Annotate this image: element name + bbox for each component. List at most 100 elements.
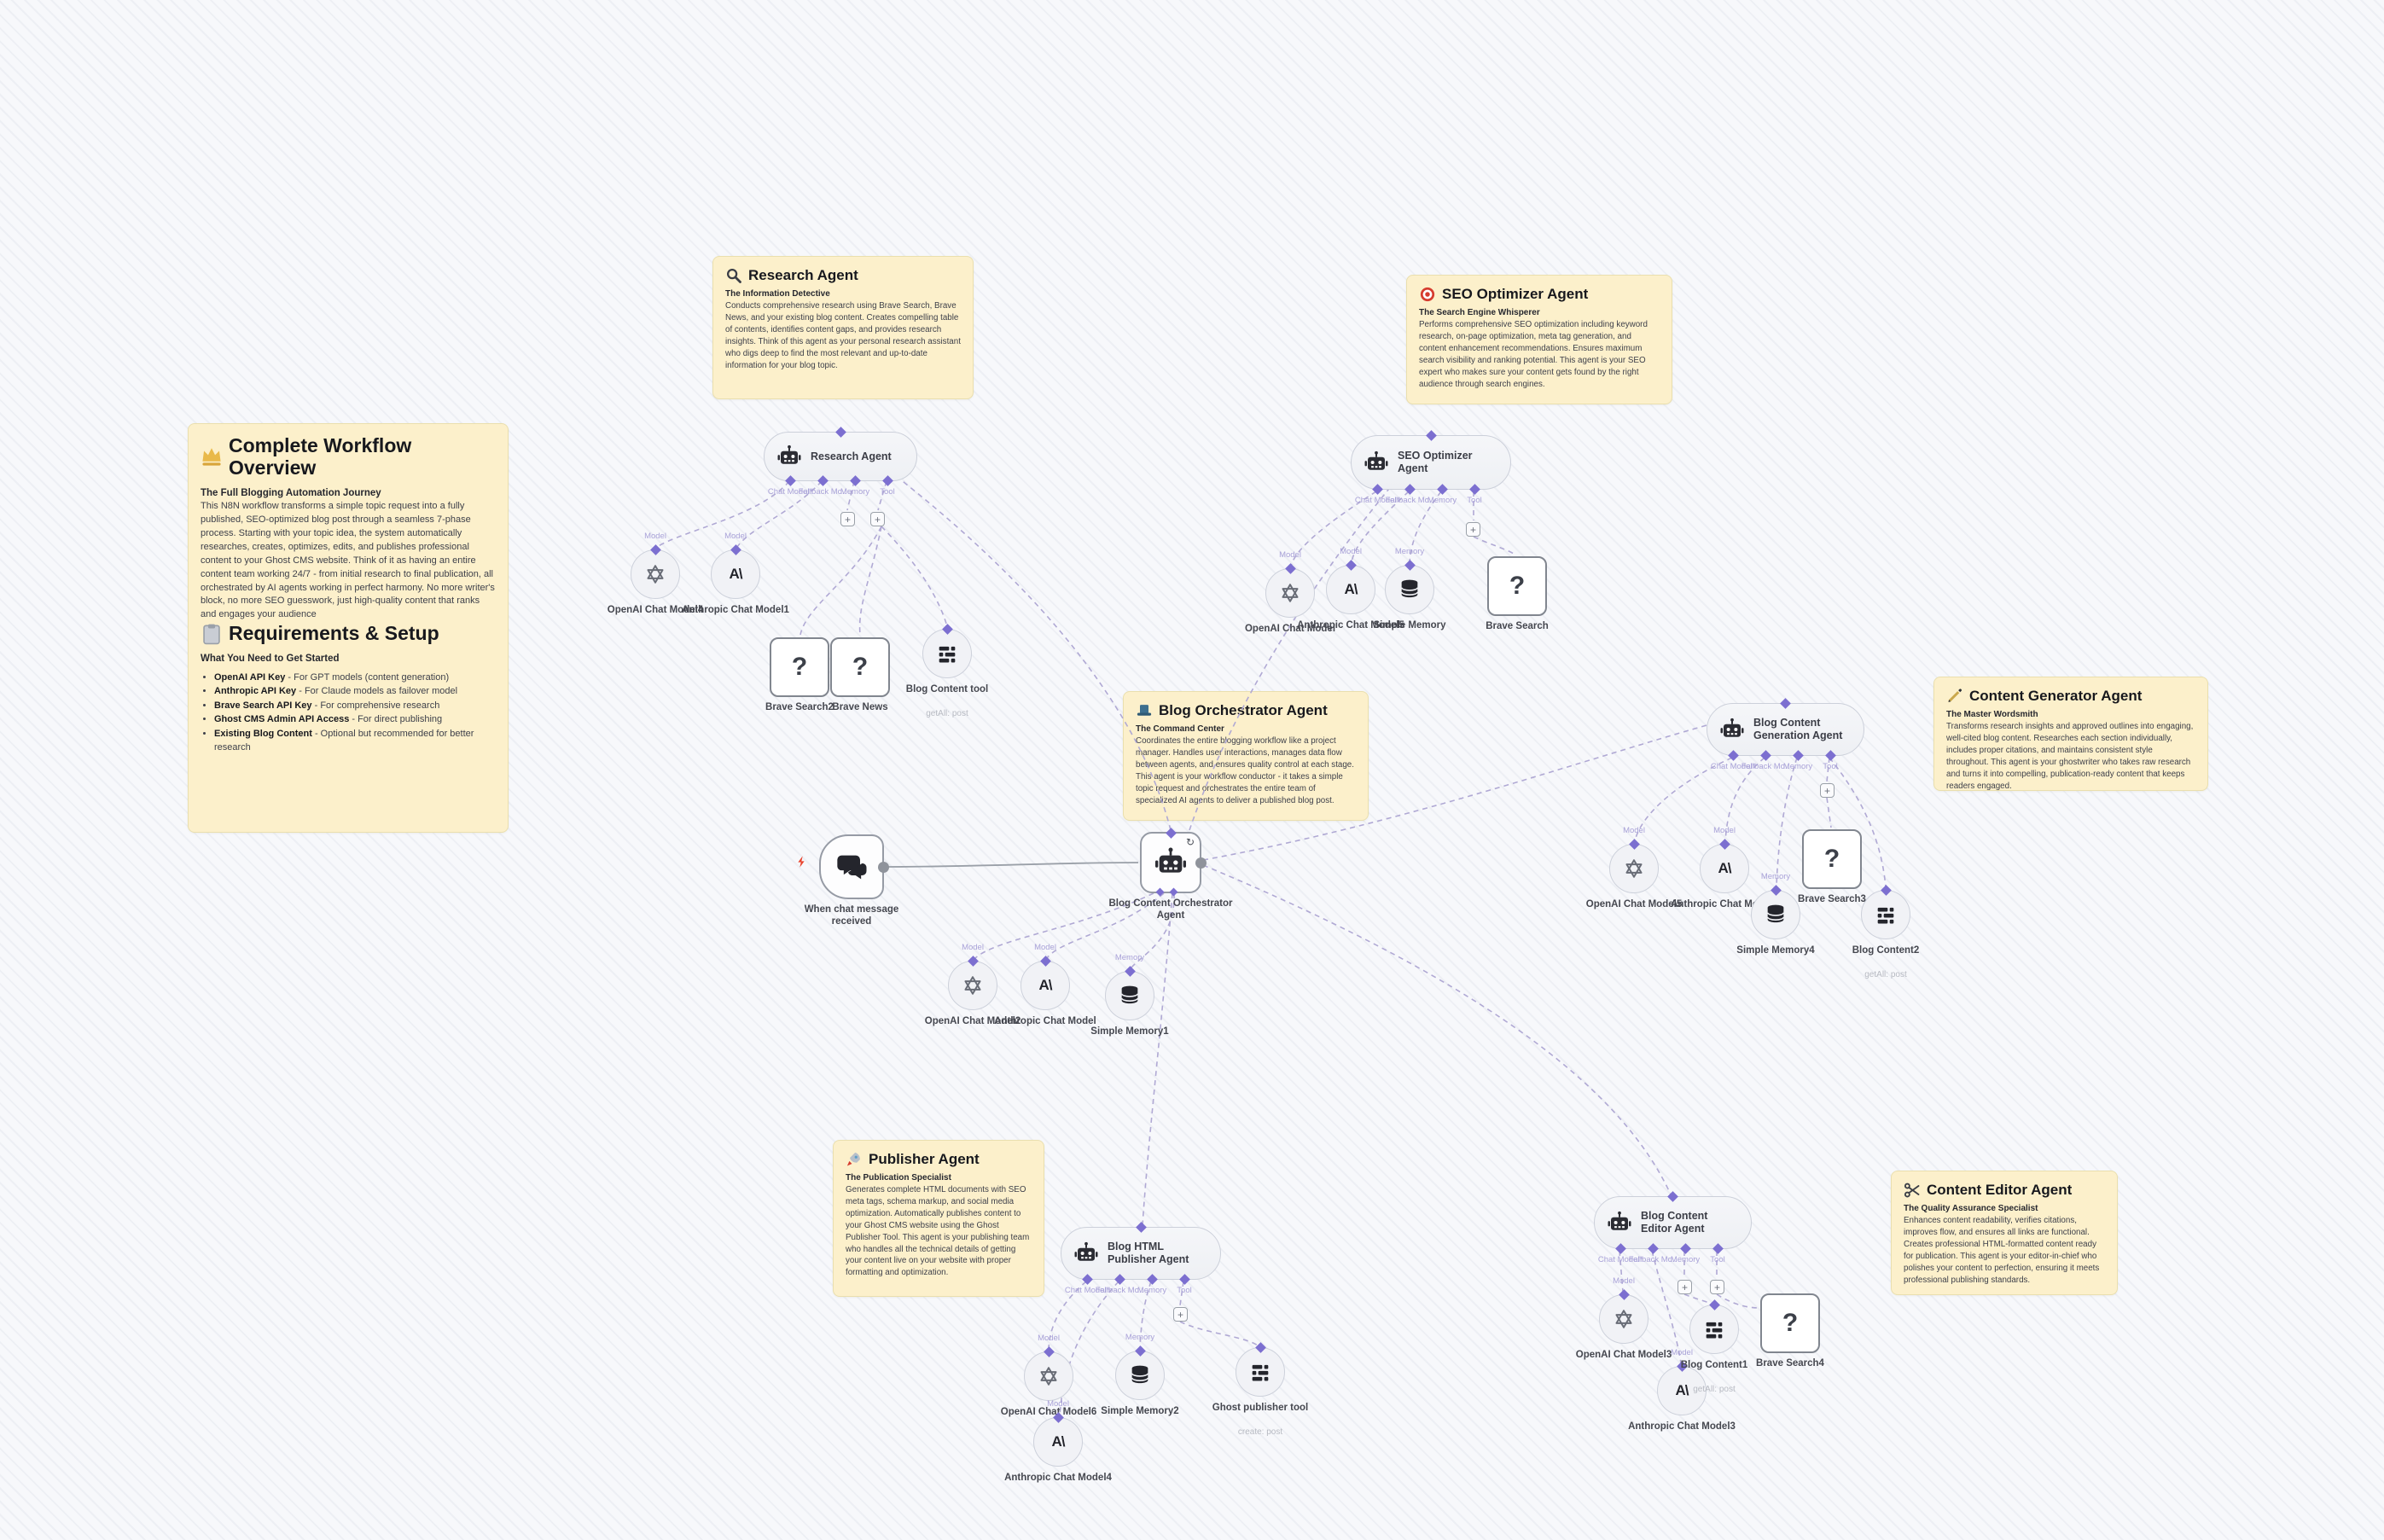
sticky-note-blog-orchestrator-agent[interactable]: Blog Orchestrator Agent The Command Cent… bbox=[1123, 691, 1369, 821]
input-port-diamond[interactable] bbox=[941, 624, 953, 635]
trigger-node-when-chat-message-received[interactable]: When chat message received bbox=[798, 834, 898, 927]
unknown-node-brave-search4[interactable]: ?Brave Search4 bbox=[1756, 1293, 1824, 1369]
input-port-diamond[interactable] bbox=[1165, 828, 1177, 839]
plus-glyph: + bbox=[1713, 1281, 1720, 1293]
input-port-diamond[interactable] bbox=[1284, 563, 1296, 574]
input-port-diamond[interactable] bbox=[1780, 698, 1791, 709]
sub-port-diamond[interactable] bbox=[1178, 1274, 1190, 1285]
input-port-diamond[interactable] bbox=[1404, 560, 1416, 571]
input-port-diamond[interactable] bbox=[1718, 839, 1730, 850]
sub-port-diamond[interactable] bbox=[849, 475, 861, 486]
sub-port-label: Memory bbox=[1670, 1255, 1701, 1264]
sticky-note-publisher-agent[interactable]: Publisher Agent The Publication Speciali… bbox=[833, 1140, 1044, 1297]
sub-port-label: Tool bbox=[1710, 1255, 1725, 1264]
plus-button-add-tool[interactable]: + bbox=[1466, 522, 1480, 537]
sub-port-diamond[interactable] bbox=[1712, 1243, 1724, 1254]
sub-port-diamond[interactable] bbox=[881, 475, 893, 486]
input-port-diamond[interactable] bbox=[1254, 1342, 1266, 1353]
sticky-note-content-generator-agent[interactable]: Content Generator Agent The Master Words… bbox=[1933, 677, 2208, 791]
input-port-diamond[interactable] bbox=[967, 956, 979, 967]
input-port-diamond[interactable] bbox=[1124, 966, 1136, 977]
input-port-diamond[interactable] bbox=[730, 544, 741, 555]
openai-icon bbox=[1037, 1364, 1061, 1388]
sub-port-diamond[interactable] bbox=[1436, 484, 1448, 495]
sticky-note-research-agent[interactable]: Research Agent The Information Detective… bbox=[712, 256, 974, 399]
input-port-diamond[interactable] bbox=[1135, 1222, 1147, 1233]
plus-button-add-memory[interactable]: + bbox=[840, 512, 855, 526]
unknown-node-brave-news[interactable]: ?Brave News bbox=[830, 637, 890, 712]
plus-button-add-tool[interactable]: + bbox=[870, 512, 885, 526]
bars-icon bbox=[935, 642, 959, 665]
sticky-note-seo-optimizer-agent[interactable]: SEO Optimizer Agent The Search Engine Wh… bbox=[1406, 275, 1672, 404]
unknown-node-brave-search3[interactable]: ?Brave Search3 bbox=[1798, 829, 1866, 904]
plus-button-add-tool[interactable]: + bbox=[1820, 783, 1835, 798]
input-port-diamond[interactable] bbox=[1345, 560, 1357, 571]
plus-button-add-tool[interactable]: + bbox=[1173, 1307, 1188, 1322]
node-caption: OpenAI Chat Model4 bbox=[607, 605, 704, 615]
input-port-diamond[interactable] bbox=[649, 544, 661, 555]
plus-button-add-tool[interactable]: + bbox=[1710, 1280, 1724, 1294]
output-port-dot[interactable] bbox=[878, 861, 889, 873]
sub-port-diamond[interactable] bbox=[1081, 1274, 1093, 1285]
input-port-diamond[interactable] bbox=[1039, 956, 1051, 967]
input-port-diamond[interactable] bbox=[1628, 839, 1640, 850]
sub-port-diamond[interactable] bbox=[1679, 1243, 1691, 1254]
sub-port-diamond[interactable] bbox=[1371, 484, 1383, 495]
sub-port-diamond[interactable] bbox=[1759, 750, 1771, 761]
input-port-diamond[interactable] bbox=[1667, 1191, 1678, 1202]
input-port-diamond[interactable] bbox=[1618, 1289, 1630, 1300]
input-port-diamond[interactable] bbox=[1134, 1345, 1146, 1357]
sub-port-diamond[interactable] bbox=[1792, 750, 1804, 761]
input-port-diamond[interactable] bbox=[1425, 430, 1437, 441]
sub-port-diamond[interactable] bbox=[1647, 1243, 1659, 1254]
sticky-note-content-editor-agent[interactable]: Content Editor Agent The Quality Assuran… bbox=[1891, 1171, 2118, 1295]
sub-port-diamond[interactable] bbox=[784, 475, 796, 486]
square-node-blog-content-orchestrator-agent[interactable]: Blog Content Orchestrator Agent↻ bbox=[1108, 828, 1233, 921]
bottom-port-diamond[interactable] bbox=[1169, 887, 1178, 897]
output-port-dot[interactable] bbox=[1195, 857, 1207, 869]
sub-port-diamond[interactable] bbox=[1824, 750, 1836, 761]
sub-port-diamond[interactable] bbox=[1614, 1243, 1626, 1254]
sub-port-diamond[interactable] bbox=[817, 475, 829, 486]
sub-port-diamond[interactable] bbox=[1404, 484, 1416, 495]
sub-port-diamond[interactable] bbox=[1468, 484, 1480, 495]
sub-port-diamond[interactable] bbox=[1727, 750, 1739, 761]
unknown-node-brave-search2[interactable]: ?Brave Search2 bbox=[765, 637, 834, 712]
input-port-diamond[interactable] bbox=[1708, 1299, 1720, 1310]
input-port-diamond[interactable] bbox=[834, 427, 846, 438]
bottom-port-diamond[interactable] bbox=[1155, 887, 1165, 897]
unknown-node-brave-search[interactable]: ?Brave Search bbox=[1486, 556, 1549, 631]
sub-port-diamond[interactable] bbox=[1146, 1274, 1158, 1285]
plus-button-add-memory[interactable]: + bbox=[1678, 1280, 1692, 1294]
sticky-note-overview[interactable]: Complete Workflow Overview The Full Blog… bbox=[188, 423, 509, 833]
sub-port-diamond[interactable] bbox=[1114, 1274, 1125, 1285]
writing-hand-icon bbox=[1946, 688, 1963, 705]
input-port-diamond[interactable] bbox=[1043, 1346, 1055, 1357]
